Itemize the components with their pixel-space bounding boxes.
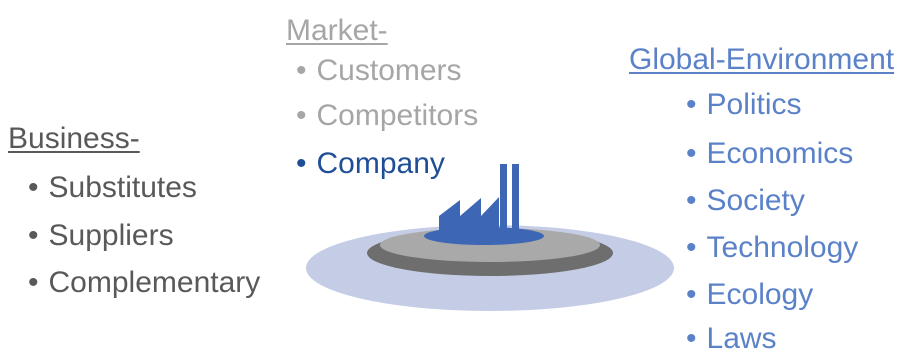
market-item-company: • Company bbox=[296, 149, 445, 179]
business-item-suppliers: • Suppliers bbox=[28, 221, 174, 251]
global-item-politics: • Politics bbox=[686, 90, 802, 120]
market-item-customers: • Customers bbox=[296, 56, 462, 86]
bullet: • bbox=[686, 322, 697, 355]
item-label: Competitors bbox=[316, 99, 479, 132]
global-item-technology: • Technology bbox=[686, 233, 858, 263]
market-item-competitors: • Competitors bbox=[296, 101, 478, 131]
bullet: • bbox=[686, 184, 697, 217]
item-label: Suppliers bbox=[48, 219, 174, 252]
bullet: • bbox=[296, 99, 307, 132]
bullet: • bbox=[296, 147, 307, 180]
market-heading: Market- bbox=[286, 14, 388, 47]
global-environment-heading: Global-Environment bbox=[629, 43, 895, 76]
global-item-society: • Society bbox=[686, 186, 805, 216]
item-label: Company bbox=[316, 147, 445, 180]
business-item-complementary: • Complementary bbox=[28, 268, 260, 298]
item-label: Laws bbox=[706, 322, 777, 355]
bullet: • bbox=[686, 137, 697, 170]
bullet: • bbox=[296, 54, 307, 87]
company-platform-illustration bbox=[306, 164, 674, 311]
item-label: Customers bbox=[316, 54, 462, 87]
item-label: Ecology bbox=[706, 278, 814, 311]
business-item-substitutes: • Substitutes bbox=[28, 173, 197, 203]
item-label: Substitutes bbox=[48, 171, 197, 204]
global-item-laws: • Laws bbox=[686, 324, 777, 354]
bullet: • bbox=[28, 171, 39, 204]
item-label: Economics bbox=[706, 137, 854, 170]
bullet: • bbox=[28, 219, 39, 252]
global-item-ecology: • Ecology bbox=[686, 280, 813, 310]
global-item-economics: • Economics bbox=[686, 139, 853, 169]
item-label: Complementary bbox=[48, 266, 261, 299]
business-heading: Business- bbox=[8, 122, 140, 155]
bullet: • bbox=[28, 266, 39, 299]
item-label: Politics bbox=[706, 88, 802, 121]
factory-icon bbox=[424, 164, 544, 245]
item-label: Technology bbox=[706, 231, 859, 264]
item-label: Society bbox=[706, 184, 805, 217]
bullet: • bbox=[686, 278, 697, 311]
bullet: • bbox=[686, 88, 697, 121]
bullet: • bbox=[686, 231, 697, 264]
